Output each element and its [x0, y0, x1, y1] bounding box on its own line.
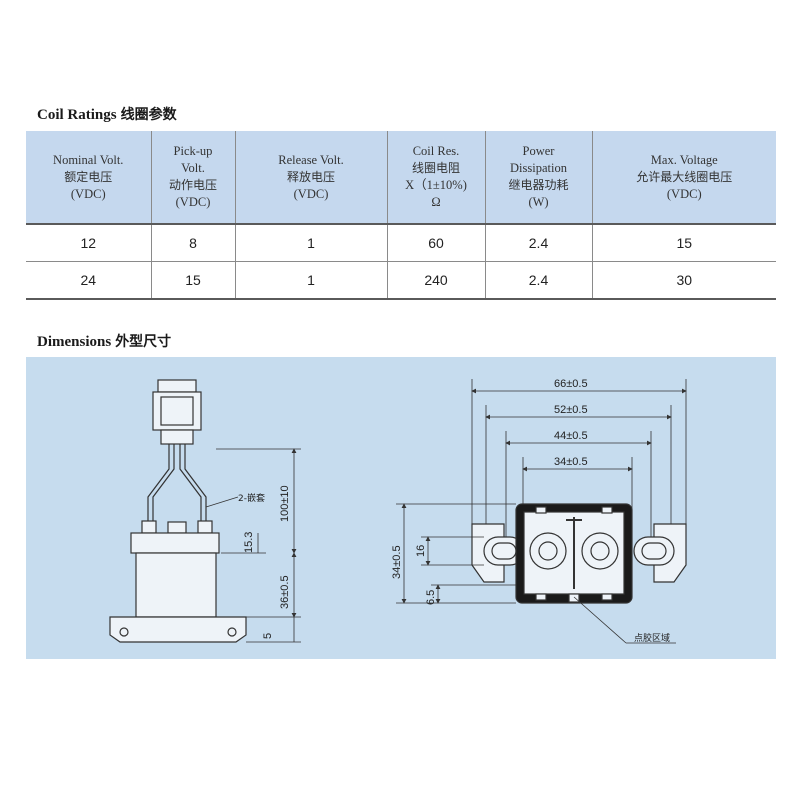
top-view: [471, 503, 687, 604]
dimensions-title-en: Dimensions: [37, 334, 112, 350]
glue-area-label: 点胶区域: [634, 632, 670, 644]
dim-height-6-5: 6.5: [425, 590, 437, 605]
dimensions-title-cn: 外型尺寸: [115, 334, 172, 350]
side-view: [109, 379, 247, 643]
table-cell: 8: [150, 223, 236, 262]
table-cell: 240: [386, 261, 486, 300]
dimension-drawing-panel: 2-嵌套 100±10 15.3 36±0.5 5: [26, 357, 776, 659]
connector-cap: [157, 379, 197, 393]
table-row: 12 8 1 60 2.4 15: [26, 223, 776, 262]
dim-height-total: 100±10: [279, 485, 291, 522]
table-header-row: Nominal Volt. 额定电压 (VDC) Pick-up Volt. 动…: [26, 131, 776, 224]
dim-flange: 5: [262, 633, 274, 639]
connector-body: [152, 391, 202, 431]
terminal-stud-right: [581, 532, 619, 570]
dim-width-52: 52±0.5: [554, 404, 588, 416]
table-cell: 24: [26, 261, 152, 300]
relay-body: [135, 552, 217, 618]
table-cell: 15: [150, 261, 236, 300]
terminal-left: [141, 520, 157, 534]
table-cell: 1: [234, 223, 388, 262]
coil-ratings-table: Nominal Volt. 额定电压 (VDC) Pick-up Volt. 动…: [26, 131, 776, 300]
connector-neck: [160, 429, 194, 445]
header-power-dissipation: Power Dissipation 继电器功耗 (W): [484, 131, 593, 224]
terminal-center: [167, 521, 187, 534]
dim-terminal: 15.3: [243, 532, 255, 553]
table-cell: 12: [26, 223, 152, 262]
relay-flange: [109, 616, 247, 643]
dim-height-34: 34±0.5: [391, 545, 403, 579]
mount-hole-right: [227, 627, 237, 637]
table-cell: 1: [234, 261, 388, 300]
dimension-drawing: 2-嵌套 100±10 15.3 36±0.5 5: [109, 378, 687, 644]
dim-body: 36±0.5: [279, 575, 291, 609]
wire-right: [179, 444, 202, 522]
table-cell: 2.4: [484, 223, 593, 262]
table-cell: 30: [591, 261, 776, 300]
header-nominal-volt: Nominal Volt. 额定电压 (VDC): [26, 131, 152, 224]
mount-slot-right-inner: [641, 542, 667, 560]
header-release-volt: Release Volt. 释放电压 (VDC): [234, 131, 388, 224]
dim-width-66: 66±0.5: [554, 378, 588, 390]
dim-width-44: 44±0.5: [554, 430, 588, 442]
header-max-voltage: Max. Voltage 允许最大线圈电压 (VDC): [591, 131, 776, 224]
dim-height-16: 16: [415, 545, 427, 557]
coil-ratings-title-cn: 线圈参数: [120, 107, 177, 123]
mount-slot-right: [633, 536, 675, 566]
wire-left: [147, 444, 170, 522]
wire-left-2: [152, 444, 175, 522]
wire-right-2: [184, 444, 207, 522]
terminal-stud-left: [529, 532, 567, 570]
wire-label: 2-嵌套: [238, 492, 265, 504]
table-cell: 60: [386, 223, 486, 262]
terminal-right: [197, 520, 213, 534]
header-pickup-volt: Pick-up Volt. 动作电压 (VDC): [150, 131, 236, 224]
table-cell: 2.4: [484, 261, 593, 300]
connector-inner: [160, 396, 194, 426]
header-coil-res: Coil Res. 线圈电阻 X（1±10%) Ω: [386, 131, 486, 224]
table-row: 24 15 1 240 2.4 30: [26, 261, 776, 300]
mount-hole-left: [119, 627, 129, 637]
dim-width-34: 34±0.5: [554, 456, 588, 468]
coil-ratings-title-en: Coil Ratings: [37, 107, 117, 123]
relay-top-cap: [130, 532, 220, 554]
table-cell: 15: [591, 223, 776, 262]
